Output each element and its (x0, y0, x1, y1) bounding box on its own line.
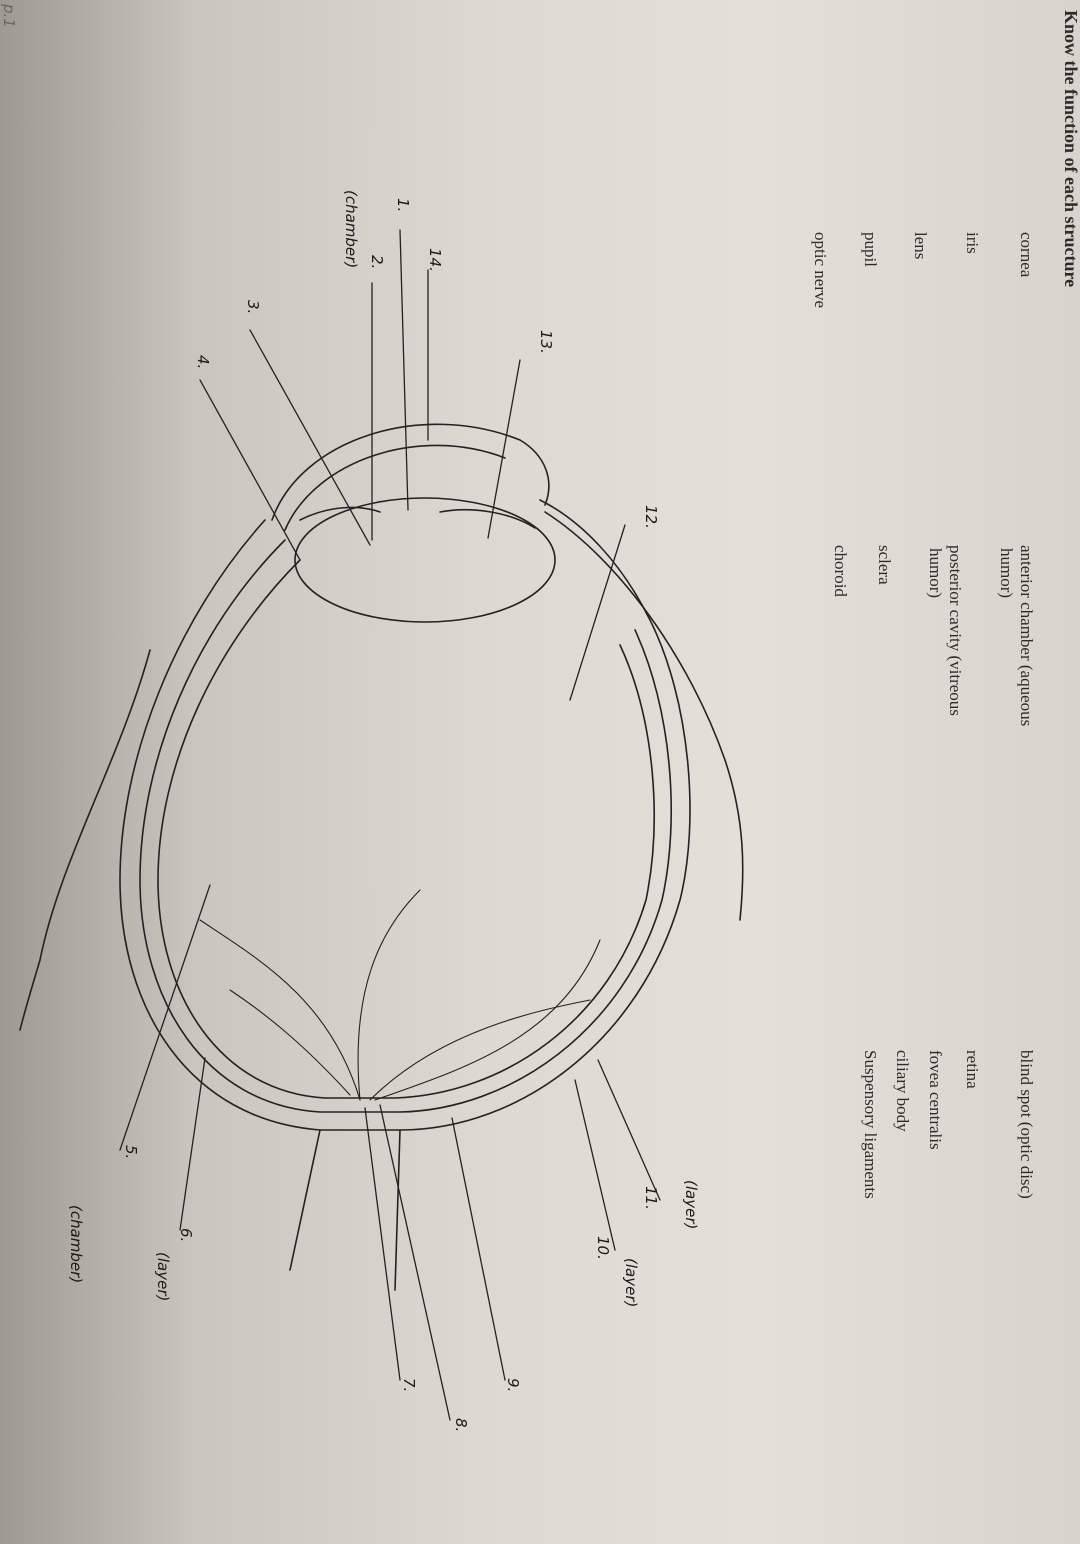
leader-8 (379, 1104, 451, 1421)
label-layer-6: (layer) (154, 1252, 172, 1302)
leader-11 (597, 1059, 661, 1201)
label-layer-11: (layer) (682, 1180, 700, 1230)
cornea-outline (271, 423, 550, 521)
label-11: 11. (642, 1186, 660, 1210)
label-2: 2. (368, 255, 386, 270)
lower-eyelid-outline (19, 649, 151, 1031)
label-14: 14. (426, 248, 444, 272)
label-12: 12. (642, 505, 660, 529)
optic-nerve-right-edge (394, 1129, 401, 1291)
leader-6 (179, 1057, 206, 1231)
lens-shape (294, 497, 556, 623)
label-1: 1. (394, 198, 412, 213)
optic-nerve-left-edge (289, 1129, 321, 1271)
label-7: 7. (400, 1378, 418, 1393)
label-chamber-5: (chamber) (67, 1205, 85, 1284)
label-4: 4. (194, 355, 212, 370)
leader-13 (487, 359, 521, 539)
leader-5 (119, 884, 211, 1151)
label-8: 8. (452, 1418, 470, 1433)
blood-vessel-4 (374, 939, 601, 1101)
blood-vessel-2 (357, 889, 421, 1101)
leader-3 (249, 329, 371, 546)
iris-left (299, 506, 381, 521)
upper-eyelid-outline (544, 511, 744, 921)
label-13: 13. (537, 330, 555, 354)
margin-scribble: p.1 (0, 4, 18, 28)
sclera-outline (119, 499, 691, 1131)
iris-right (439, 508, 536, 529)
label-9: 9. (504, 1378, 522, 1393)
label-layer-10: (layer) (622, 1258, 640, 1308)
cornea-inner-outline (284, 444, 506, 531)
label-5: 5. (122, 1145, 140, 1160)
choroid-outline (139, 539, 673, 1113)
label-10: 10. (594, 1236, 612, 1260)
leader-9 (451, 1117, 506, 1381)
label-6: 6. (177, 1228, 195, 1243)
leader-1 (399, 229, 409, 511)
retina-outline (157, 559, 655, 1099)
label-chamber-1: (chamber) (342, 190, 360, 269)
leader-7 (364, 1107, 401, 1381)
blood-vessel-1 (199, 919, 361, 1101)
blood-vessel-5 (229, 989, 351, 1096)
leader-10 (574, 1079, 616, 1251)
blood-vessel-3 (369, 999, 591, 1101)
label-3: 3. (244, 300, 262, 315)
leader-12 (569, 524, 626, 701)
leader-4 (199, 379, 301, 561)
